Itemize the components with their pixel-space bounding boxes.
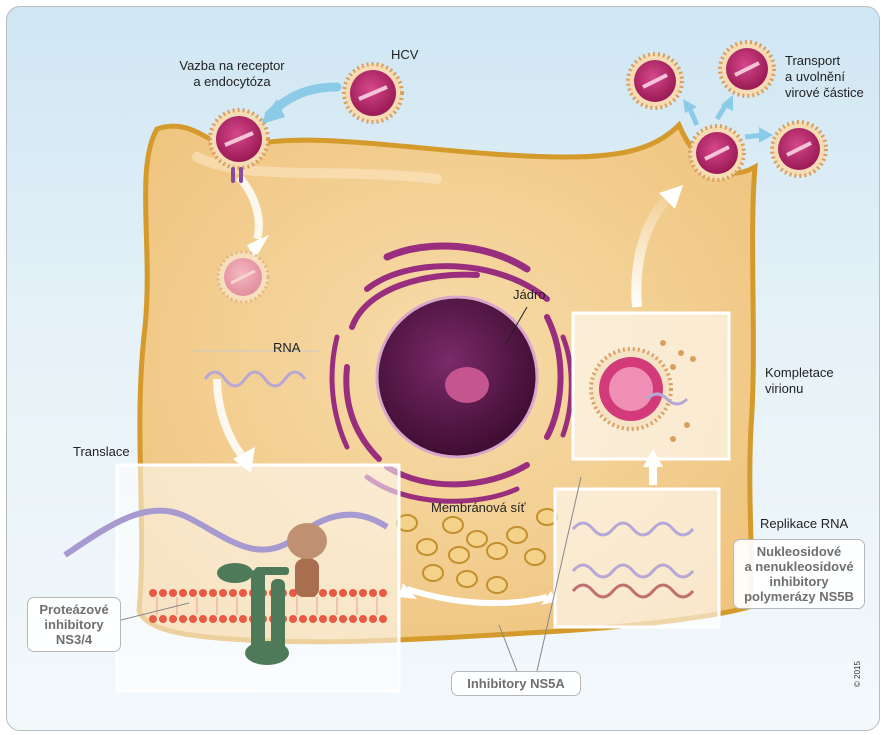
- virus-released-3: [770, 120, 828, 178]
- virus-released-1: [626, 52, 684, 110]
- assembly-panel: [571, 311, 731, 461]
- hcv-lifecycle-illustration: [63, 40, 828, 693]
- diagram-frame: Vazba na receptor a endocytóza HCV Trans…: [6, 6, 880, 731]
- ns3-protein: [217, 563, 289, 665]
- label-binding: Vazba na receptor a endocytóza: [179, 58, 285, 89]
- virus-exit: [688, 124, 746, 182]
- label-nucleus: Jádro: [513, 287, 546, 302]
- translation-panel: [63, 463, 401, 693]
- label-transport: Transport a uvolnění virové částice: [785, 53, 864, 100]
- rna-strand: [203, 370, 307, 388]
- copyright: © 2015: [853, 661, 862, 687]
- label-assembly: Kompletace virionu: [765, 365, 834, 396]
- virus-binding: [208, 108, 270, 183]
- virus-released-2: [718, 40, 776, 98]
- nucleolus: [445, 367, 489, 403]
- label-membrane-web: Membránová síť: [431, 500, 526, 515]
- box-ns5b-inhibitors: Nukleosidové a nenukleosidové inhibitory…: [733, 539, 865, 609]
- box-ns5a-inhibitors: Inhibitory NS5A: [451, 671, 581, 696]
- label-rna: RNA: [273, 340, 301, 355]
- label-replication: Replikace RNA: [760, 516, 849, 531]
- virus-incoming: [342, 62, 404, 124]
- ribosome: [287, 523, 327, 597]
- endoplasmic-reticulum: [329, 242, 574, 504]
- label-hcv: HCV: [391, 47, 419, 62]
- box-protease-inhibitors: Proteázové inhibitory NS3/4: [27, 597, 121, 652]
- label-translation: Translace: [73, 444, 130, 459]
- replication-panel: [553, 487, 721, 629]
- membranous-web-vesicles: [396, 508, 558, 594]
- virus-endosome: [216, 250, 270, 304]
